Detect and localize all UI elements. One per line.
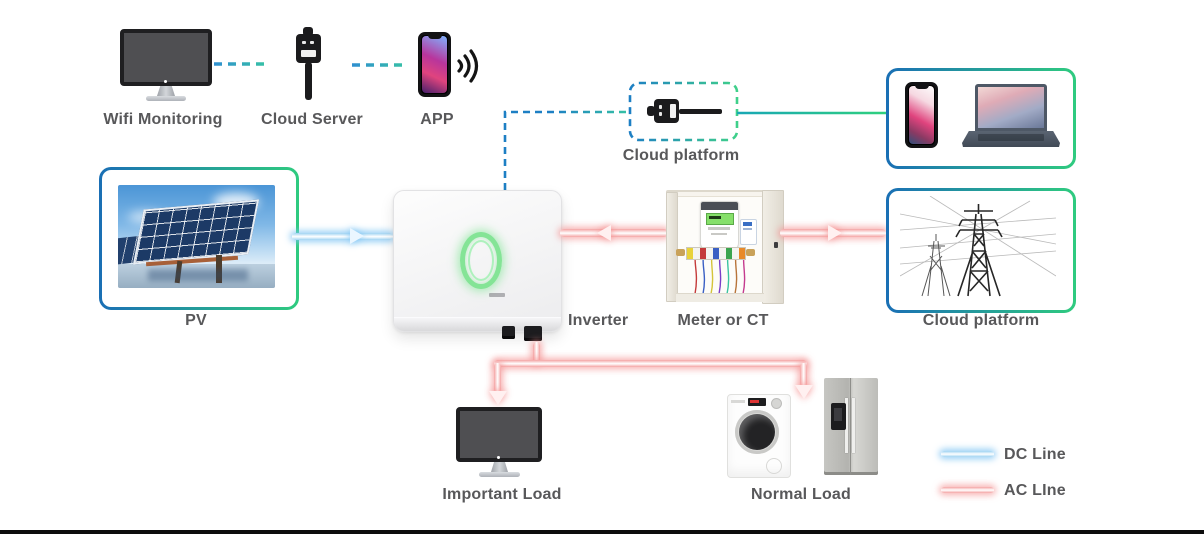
ac-arrow-right-icon [828,225,842,241]
ac-arrow-down-normal-icon [795,385,813,399]
inverter-connector-icon [502,326,515,339]
legend-ac-swatch [941,487,994,493]
ac-line-important-drop [494,363,501,393]
legend-ac-label: AC LIne [1004,482,1066,499]
app-phone-icon [418,32,451,97]
ac-arrow-left-icon [597,225,611,241]
ac-line-inverter-down [533,342,540,364]
ac-line-load-bus [494,360,807,367]
dc-line-pv-inverter [292,233,393,240]
solar-panel-photo [118,185,275,288]
wifi-monitoring-label: Wifi Monitoring [103,111,223,128]
dashed-link-inverter-cloud [503,110,630,190]
normal-load-label: Normal Load [751,486,851,503]
remote-phone-icon [905,82,938,148]
cloud-server-label: Cloud Server [261,111,363,128]
bottom-border-line [0,530,1204,534]
pv-label: PV [185,312,207,329]
legend-dc-label: DC Line [1004,446,1066,463]
grid-label: Cloud platform [922,312,1040,329]
app-label: APP [420,111,454,128]
inverter-label: Inverter [568,312,629,329]
ac-line-normal-drop [800,363,807,387]
ac-line-meter-inverter [560,229,668,237]
transmission-tower-icon [900,196,1056,297]
ac-arrow-down-important-icon [489,391,507,405]
inverter-led-ring-icon [460,232,502,289]
dc-arrow-icon [350,228,364,244]
meter-label: Meter or CT [677,312,769,329]
important-load-label: Important Load [442,486,562,503]
inverter-connector-icon [524,326,542,341]
legend-dc-swatch [941,451,994,457]
inverter-logo [489,293,505,297]
wifi-signal-icon [457,49,479,83]
cloud-platform-label: Cloud platform [622,147,740,164]
